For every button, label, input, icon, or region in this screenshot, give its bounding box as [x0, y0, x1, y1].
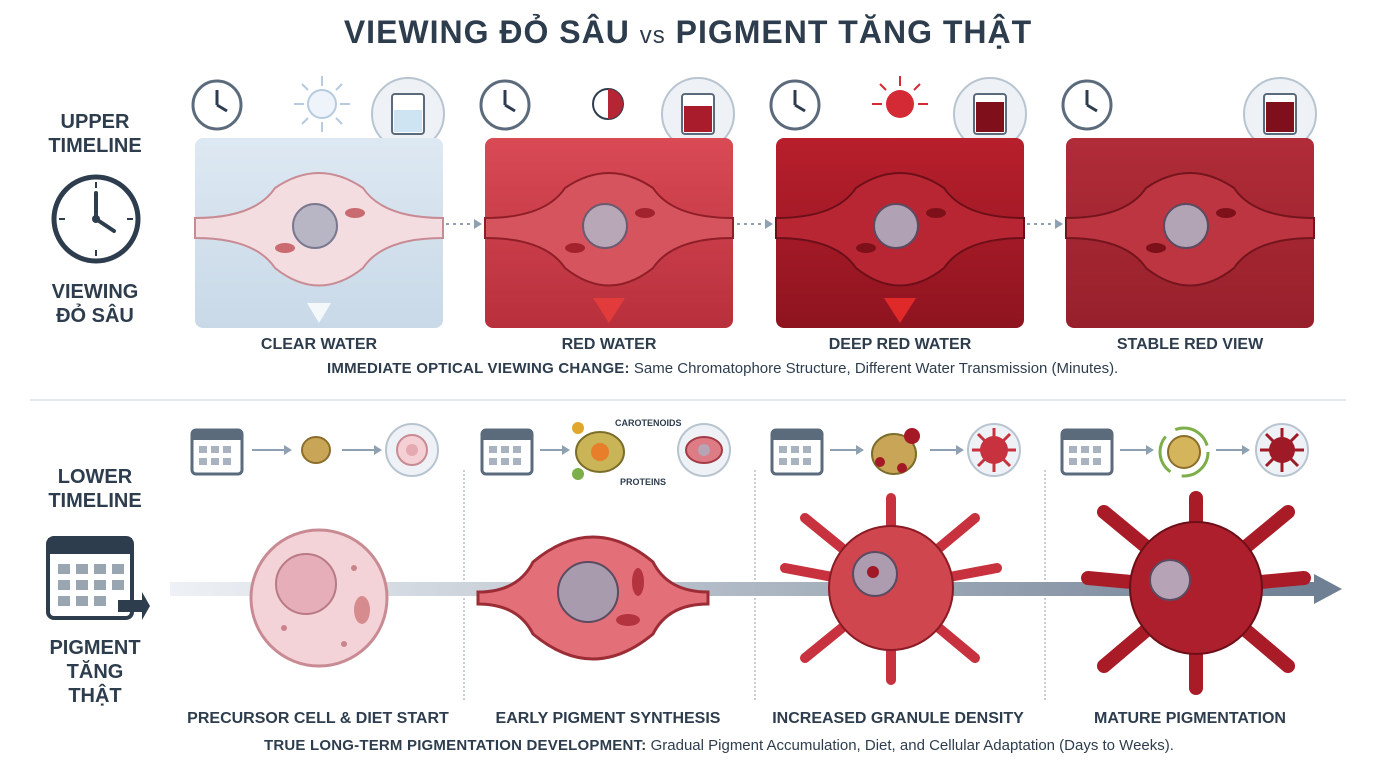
- carotenoid-cell-icon: [572, 422, 625, 480]
- arrow-right-icon: [1120, 445, 1154, 455]
- beaker-icon: [953, 77, 1027, 151]
- lower-sub-line-2: TĂNG THẬT: [66, 661, 124, 707]
- timeline-arrow: [170, 574, 1342, 604]
- lower-sub-line-1: PIGMENT: [49, 637, 141, 659]
- page-title: VIEWING ĐỎ SÂU vs PIGMENT TĂNG THẬT: [0, 14, 1376, 51]
- lower-label-line-2: TIMELINE: [48, 490, 142, 512]
- chromatophore-cell-clear: [194, 172, 444, 323]
- stage-label: MATURE PIGMENTATION: [1094, 710, 1286, 727]
- red-sun-icon: [872, 76, 928, 118]
- arrow-right-icon: [1216, 445, 1250, 455]
- calendar-icon: [480, 428, 534, 476]
- arrow-right-icon: [446, 219, 482, 229]
- upper-caption-text: Same Chromatophore Structure, Different …: [629, 360, 1119, 377]
- calendar-icon: [770, 428, 824, 476]
- stage-label: INCREASED GRANULE DENSITY: [772, 710, 1024, 727]
- arrow-right-icon: [540, 445, 570, 455]
- title-part-2: PIGMENT TĂNG THẬT: [675, 14, 1033, 50]
- mature-pigment-cell: [1081, 491, 1311, 695]
- chromatophore-cell-red: [484, 172, 734, 323]
- stage-label: CLEAR WATER: [260, 336, 378, 353]
- title-part-1: VIEWING ĐỎ SÂU: [343, 14, 630, 50]
- half-filter-icon: [592, 88, 624, 120]
- upper-sub-line-2: ĐỎ SÂU: [56, 305, 134, 327]
- upper-caption-bold: IMMEDIATE OPTICAL VIEWING CHANGE:: [327, 360, 630, 377]
- arrow-right-icon: [737, 219, 773, 229]
- upper-label-line-1: UPPER: [60, 111, 130, 133]
- carotenoids-label: CAROTENOIDS: [615, 418, 682, 428]
- chromatophore-cell-stable: [1065, 172, 1315, 287]
- arrow-right-icon: [930, 445, 964, 455]
- lower-caption-text: Gradual Pigment Accumulation, Diet, and …: [646, 737, 1174, 754]
- lower-timeline-label: LOWER TIMELINE: [40, 465, 150, 513]
- clock-icon: [769, 79, 821, 131]
- granule-dense-cell: [780, 493, 1002, 685]
- calendar-icon: [1060, 428, 1114, 476]
- upper-label-line-2: TIMELINE: [48, 135, 142, 157]
- lower-sub-label: PIGMENT TĂNG THẬT: [40, 636, 150, 708]
- calendar-icon: [190, 428, 244, 476]
- cell-thumbnail-icon: [677, 423, 731, 477]
- lower-caption-bold: TRUE LONG-TERM PIGMENTATION DEVELOPMENT:: [264, 737, 647, 754]
- stage-label: EARLY PIGMENT SYNTHESIS: [495, 710, 721, 727]
- arrow-right-icon: [830, 445, 864, 455]
- precursor-cell: [249, 528, 389, 668]
- chromatophore-cell-deep-red: [775, 172, 1025, 323]
- stage-label: RED WATER: [561, 336, 657, 353]
- upper-caption: IMMEDIATE OPTICAL VIEWING CHANGE: Same C…: [327, 360, 1118, 377]
- beaker-icon: [661, 77, 735, 151]
- proteins-label: PROTEINS: [620, 477, 667, 487]
- arrow-right-icon: [342, 445, 382, 455]
- clock-icon: [479, 79, 531, 131]
- calendar-icon: [46, 536, 150, 620]
- cell-thumbnail-icon: [967, 423, 1021, 477]
- cycle-granule-icon: [1158, 426, 1210, 478]
- granule-cluster-icon: [871, 428, 920, 475]
- section-divider: [30, 399, 1346, 401]
- arrow-right-icon: [1027, 219, 1063, 229]
- title-vs: vs: [639, 22, 666, 49]
- lower-caption: TRUE LONG-TERM PIGMENTATION DEVELOPMENT:…: [264, 737, 1174, 754]
- cell-thumbnail-icon: [1255, 423, 1309, 477]
- beaker-icon: [1243, 77, 1317, 151]
- lower-label-line-1: LOWER: [57, 466, 133, 488]
- stage-label: STABLE RED VIEW: [1116, 336, 1264, 353]
- upper-sub-line-1: VIEWING: [51, 281, 139, 303]
- clock-icon: [1061, 79, 1113, 131]
- sun-icon: [294, 76, 350, 132]
- clock-icon: [191, 79, 243, 131]
- early-pigment-cell: [476, 535, 710, 661]
- precursor-granule-icon: [301, 436, 331, 464]
- cell-thumbnail-icon: [385, 423, 439, 477]
- clock-icon: [51, 174, 141, 264]
- upper-timeline-label: UPPER TIMELINE: [40, 110, 150, 158]
- stage-label: DEEP RED WATER: [828, 336, 972, 353]
- upper-sub-label: VIEWING ĐỎ SÂU: [40, 280, 150, 328]
- arrow-right-icon: [252, 445, 292, 455]
- stage-label: PRECURSOR CELL & DIET START: [187, 710, 449, 727]
- beaker-icon: [371, 77, 445, 151]
